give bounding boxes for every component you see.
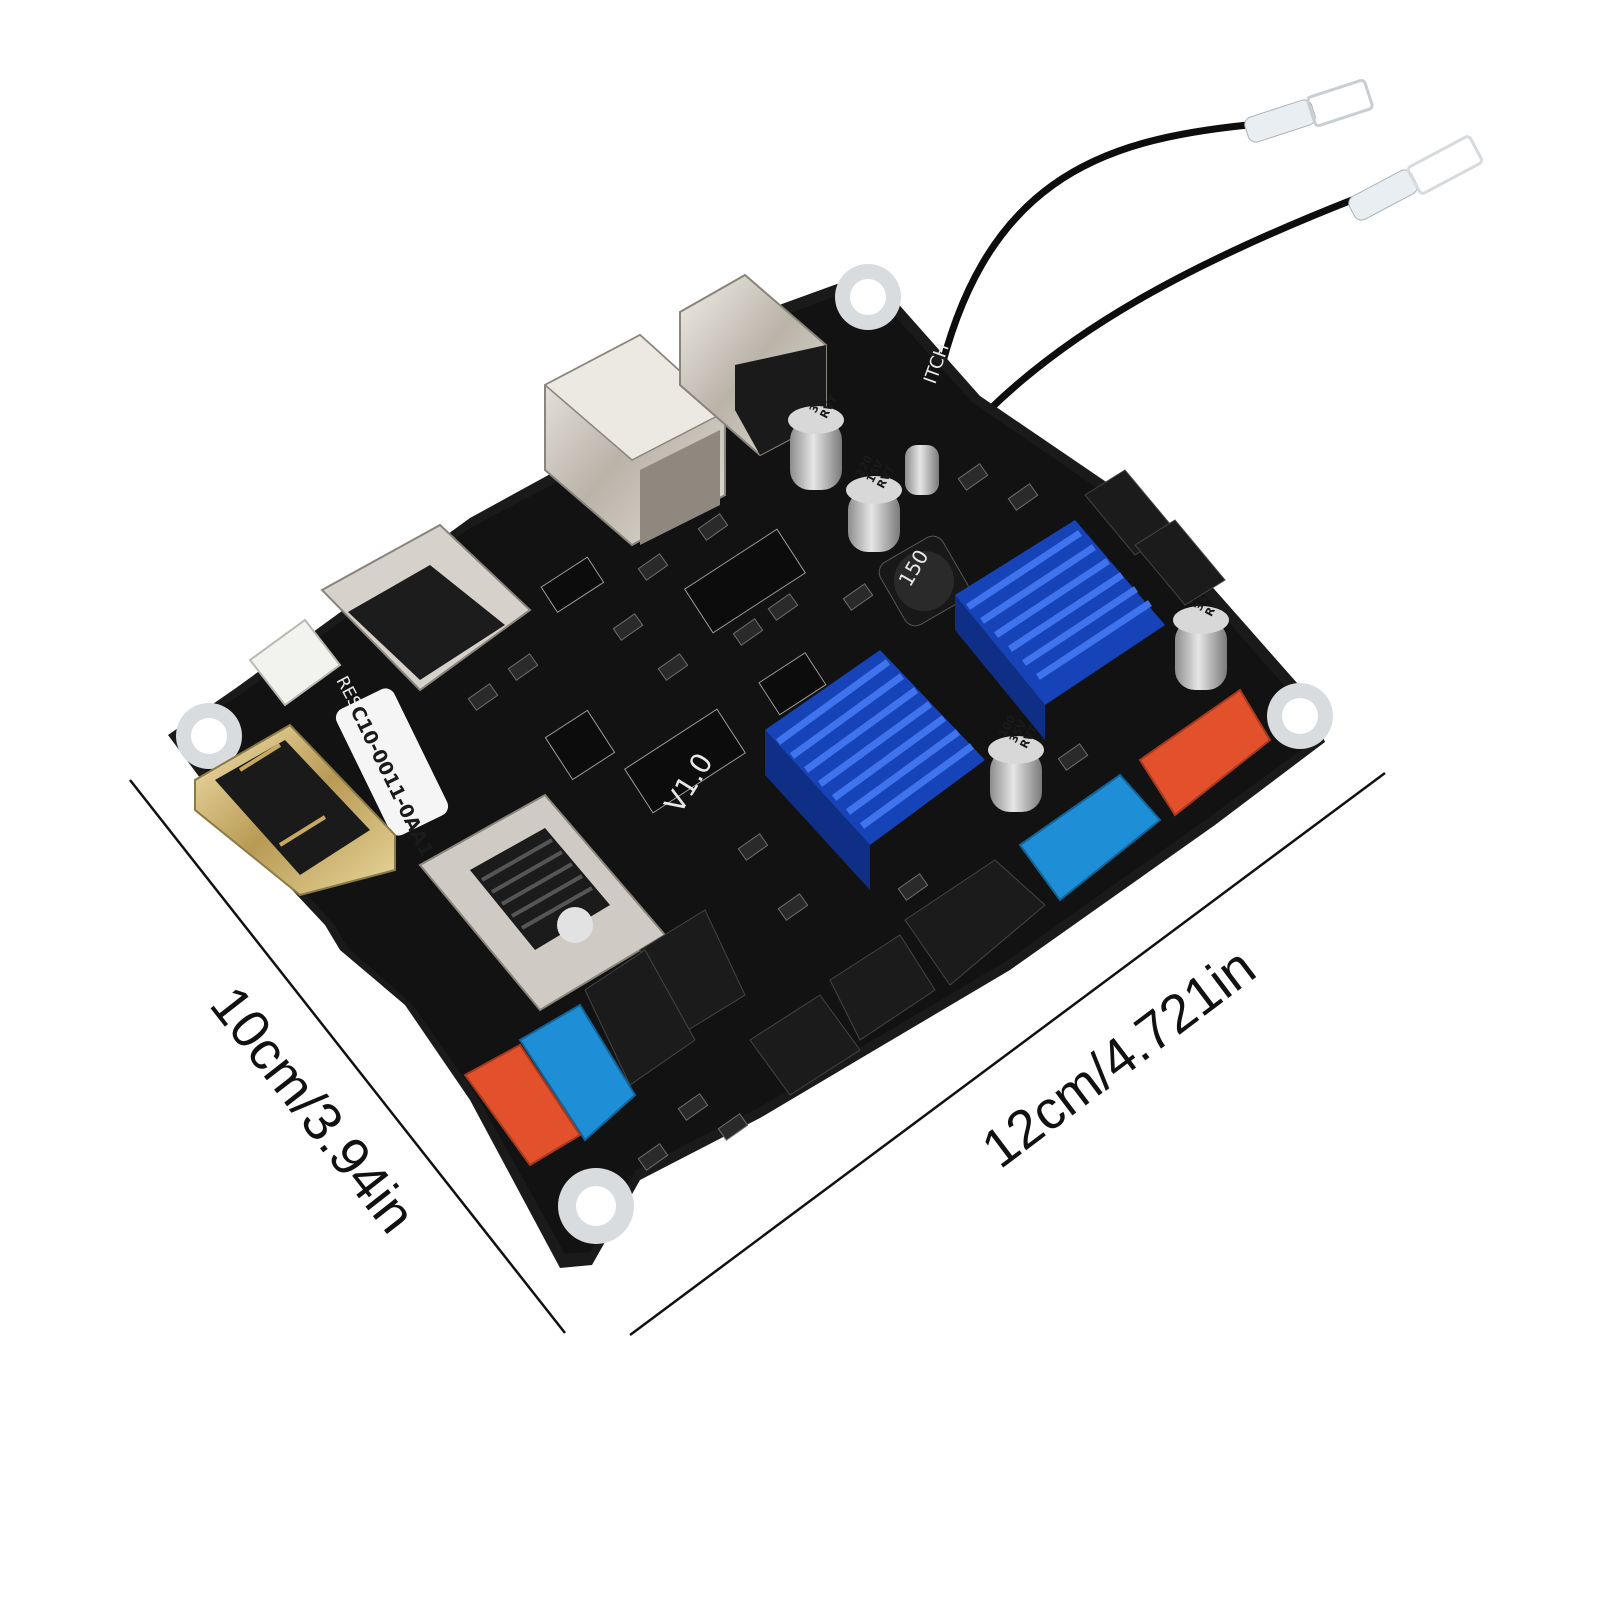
black-connector [584, 859, 1046, 1096]
capacitor: 100 35V RVT [988, 709, 1044, 812]
blue-connector [518, 1003, 637, 1142]
sd-card-slot [320, 523, 532, 692]
svg-text:100 35V RVT: 100 35V RVT [996, 709, 1042, 751]
ic-chip [758, 652, 827, 716]
height-dimension-label: 10cm/3.94in [199, 975, 427, 1244]
mounting-hole [835, 264, 901, 330]
width-dimension-label: 12cm/4.721in [971, 937, 1266, 1180]
antenna-wires [931, 121, 1356, 439]
heatsink [765, 650, 985, 890]
capacitor: 100 35V RVT [788, 383, 844, 490]
ic-chip [540, 556, 605, 613]
jst-connector [248, 618, 342, 707]
mounting-hole [176, 703, 242, 769]
inductor: 150 [878, 535, 970, 627]
ic-chip [544, 709, 616, 781]
ethernet-port [543, 333, 727, 547]
red-connector [1138, 688, 1272, 817]
small-capacitor [905, 445, 939, 495]
smd-components [467, 463, 1089, 1171]
red-connector [463, 1043, 582, 1167]
mounting-hole [558, 1168, 634, 1244]
hdmi-port [194, 723, 396, 897]
blue-connector [1018, 773, 1162, 902]
pcb-board: RESET C10-0011-0AA1 100 35V RVT [168, 264, 1333, 1268]
heatsink [955, 520, 1165, 740]
mounting-hole [1267, 683, 1333, 749]
wire-terminals [1244, 79, 1484, 221]
ic-chip [684, 528, 806, 634]
black-connector [1084, 469, 1226, 606]
wifi-module [418, 793, 667, 1012]
ic-chip [624, 708, 746, 814]
